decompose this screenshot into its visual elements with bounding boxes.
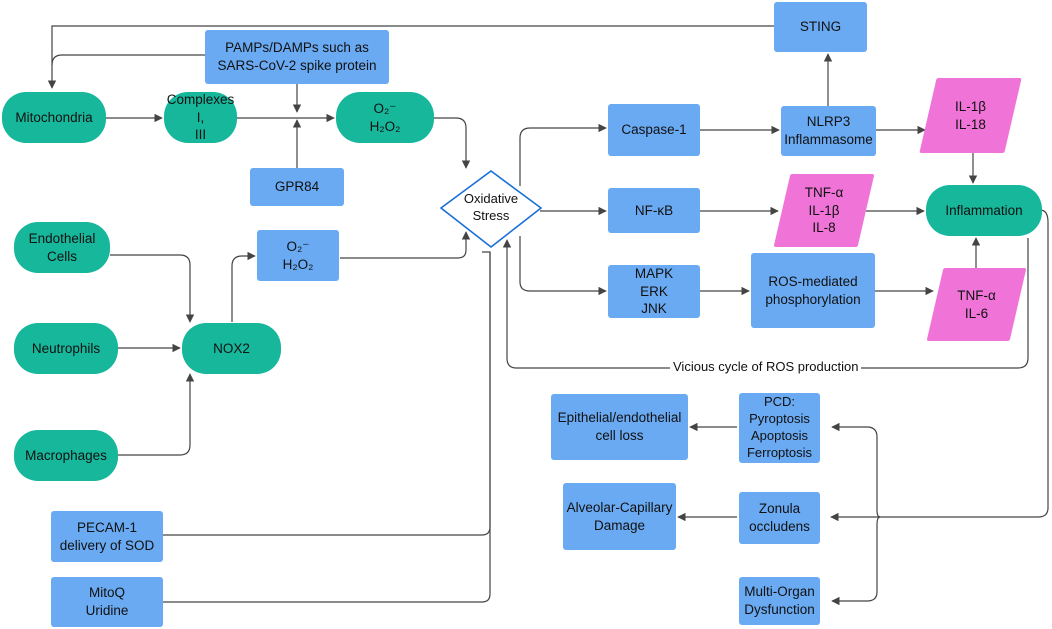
complexes-node: Complexes I, III (164, 92, 237, 143)
pcd-node: PCD: Pyroptosis Apoptosis Ferroptosis (739, 393, 820, 463)
nox2-node: NOX2 (182, 323, 281, 374)
multi-organ-node: Multi-Organ Dysfunction (739, 577, 820, 625)
tnf-il6-shape: TNF-α IL-6 (926, 268, 1027, 341)
il1b-il18-label: IL-1β IL-18 (954, 98, 987, 132)
oxidative-stress-label: Oxidative Stress (463, 191, 519, 223)
tnf-il1b-il8-label: TNF-α IL-1β IL-8 (804, 185, 844, 236)
pamps-damps-node: PAMPs/DAMPs such as SARS-CoV-2 spike pro… (205, 30, 389, 84)
mitoq-uridine-node: MitoQ Uridine (51, 577, 163, 627)
nlrp3-node: NLRP3 Inflammasome (781, 106, 876, 156)
arrow-nox2-to-o2mid (231, 251, 256, 322)
gpr84-node: GPR84 (250, 168, 344, 206)
epithelial-cell-loss-node: Epithelial/endothelial cell loss (551, 394, 688, 460)
macrophages-node: Macrophages (14, 430, 118, 481)
arrow-o2mid-to-stress (340, 231, 471, 259)
arrow-endothelial-to-nox2 (110, 254, 195, 323)
o2-h2o2-mid-node: O₂⁻ H₂O₂ (257, 230, 339, 281)
ros-phosphorylation-node: ROS-mediated phosphorylation (751, 253, 875, 328)
caspase-1-node: Caspase-1 (608, 104, 700, 156)
line-pecam-to-stress (163, 251, 491, 536)
arrow-mitoq-to-stress (163, 252, 491, 603)
zonula-occludens-node: Zonula occludens (739, 492, 820, 544)
vicious-cycle-label: Vicious cycle of ROS production (670, 359, 862, 374)
arrow-macrophages-to-nox2 (118, 373, 195, 456)
mitochondria-node: Mitochondria (2, 92, 106, 143)
neutrophils-node: Neutrophils (14, 323, 118, 374)
arrow-stress-to-caspase (519, 123, 607, 186)
alveolar-capillary-node: Alveolar-Capillary Damage (563, 483, 676, 550)
endothelial-cells-node: Endothelial Cells (14, 222, 110, 273)
sting-node: STING (774, 2, 867, 52)
mapk-erk-jnk-node: MAPK ERK JNK (608, 265, 700, 318)
arrow-sting-to-mitochondria (47, 25, 774, 89)
o2-h2o2-top-node: O₂⁻ H₂O₂ (336, 92, 434, 143)
arrow-to-pcd (831, 422, 881, 518)
nf-kb-node: NF-κB (608, 188, 700, 233)
line-inflammation-to-effects (880, 209, 1049, 518)
arrow-o2top-to-stress (434, 117, 471, 169)
tnf-il1b-il8-shape: TNF-α IL-1β IL-8 (773, 174, 875, 247)
tnf-il6-label: TNF-α IL-6 (957, 287, 996, 321)
arrow-to-multiorgan (831, 516, 881, 606)
il1b-il18-shape: IL-1β IL-18 (919, 78, 1022, 153)
pecam-sod-node: PECAM-1 delivery of SOD (51, 511, 163, 562)
oxidative-stress-diamond (439, 170, 543, 249)
inflammation-node: Inflammation (926, 185, 1042, 236)
line-pamps-to-loop (51, 54, 205, 66)
arrow-stress-to-mapk (519, 236, 607, 296)
